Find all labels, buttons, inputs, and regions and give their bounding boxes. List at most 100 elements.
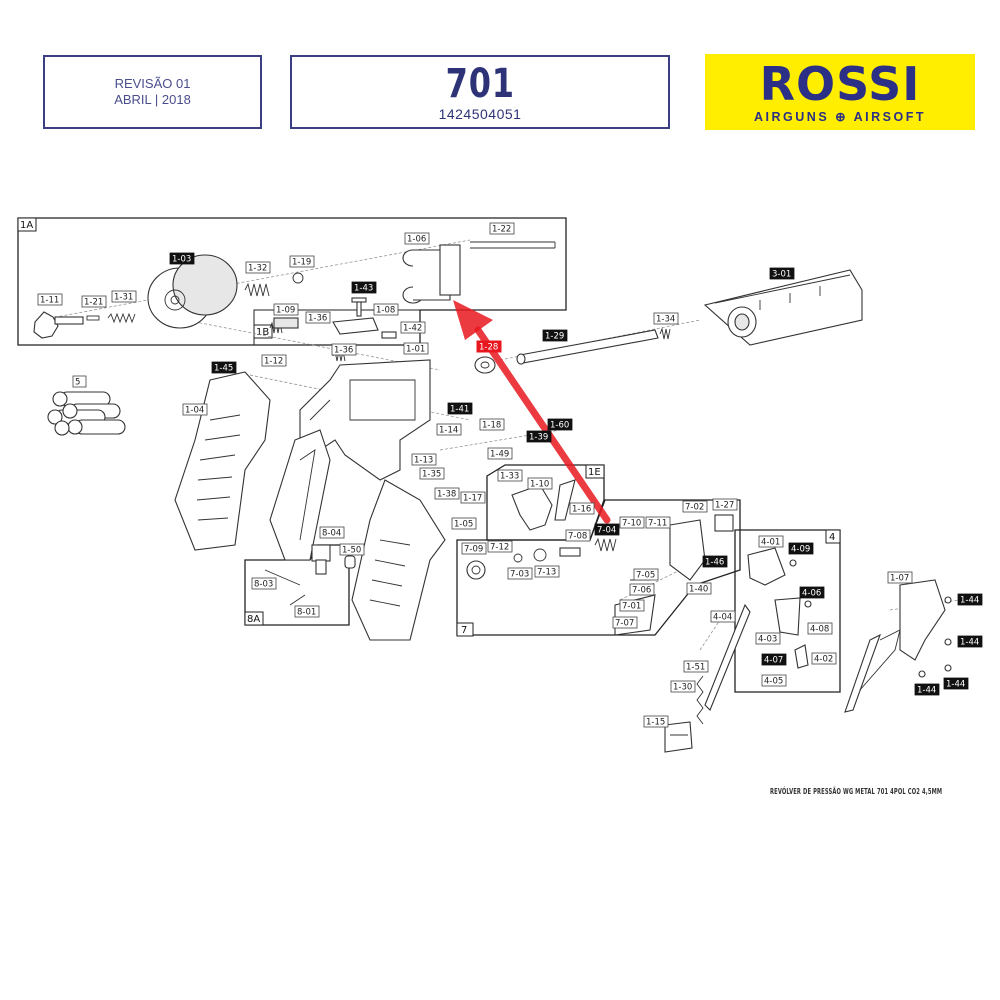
model-number: 701	[445, 61, 515, 107]
svg-text:1-33: 1-33	[500, 472, 519, 482]
part-label-4-06: 4-06	[799, 586, 825, 599]
part-label-1-11: 1-11	[37, 293, 63, 306]
svg-text:1A: 1A	[20, 220, 33, 231]
svg-text:1-44: 1-44	[946, 680, 965, 690]
part-label-5: 5	[72, 375, 87, 388]
svg-text:1-41: 1-41	[450, 405, 469, 415]
svg-text:1-12: 1-12	[264, 357, 283, 367]
part-label-1-31: 1-31	[111, 290, 137, 303]
seal-1-28	[474, 356, 496, 374]
svg-text:8-04: 8-04	[322, 529, 341, 539]
svg-text:1-44: 1-44	[960, 596, 979, 606]
part-label-1-12: 1-12	[261, 354, 287, 367]
svg-text:7-04: 7-04	[597, 526, 616, 536]
svg-text:7-02: 7-02	[685, 503, 704, 513]
svg-text:1-10: 1-10	[530, 480, 549, 490]
svg-text:1-01: 1-01	[406, 345, 425, 355]
svg-text:1-44: 1-44	[917, 686, 936, 696]
part-label-4-09: 4-09	[788, 542, 814, 555]
svg-text:1-22: 1-22	[492, 225, 511, 235]
revision-label: REVISÃO 01	[114, 76, 191, 91]
part-label-1-32: 1-32	[245, 261, 271, 274]
svg-text:1-42: 1-42	[403, 324, 422, 334]
part-label-1-22: 1-22	[489, 222, 515, 235]
svg-text:1-30: 1-30	[673, 683, 692, 693]
part-label-1-03: 1-03	[169, 252, 195, 265]
svg-text:7-08: 7-08	[568, 532, 587, 542]
cylinder-part	[147, 254, 238, 329]
part-label-1-36: 1-36	[305, 311, 331, 324]
svg-text:8-03: 8-03	[254, 580, 273, 590]
svg-text:1-29: 1-29	[545, 332, 564, 342]
mainspring-1-15	[664, 721, 693, 753]
svg-text:7-01: 7-01	[622, 602, 641, 612]
part-label-1-34: 1-34	[653, 312, 679, 325]
part-label-4-08: 4-08	[807, 622, 833, 635]
part-label-7-07: 7-07	[612, 616, 638, 629]
svg-text:7-06: 7-06	[632, 586, 651, 596]
svg-text:1-43: 1-43	[354, 284, 373, 294]
svg-text:3-01: 3-01	[772, 270, 791, 280]
svg-text:4-05: 4-05	[764, 677, 783, 687]
small-parts-1b	[273, 317, 397, 339]
part-label-1-08: 1-08	[373, 303, 399, 316]
part-label-1-33: 1-33	[497, 469, 523, 482]
svg-text:4-09: 4-09	[791, 545, 810, 555]
hammer-spring-4-04	[704, 603, 751, 711]
svg-text:1-60: 1-60	[550, 421, 569, 431]
part-label-1-44: 1-44	[957, 635, 983, 648]
part-label-7-08: 7-08	[565, 529, 591, 542]
svg-text:7-05: 7-05	[636, 571, 655, 581]
part-label-7-09: 7-09	[461, 542, 487, 555]
svg-text:1-27: 1-27	[715, 501, 734, 511]
svg-text:4-01: 4-01	[761, 538, 780, 548]
svg-text:1E: 1E	[588, 467, 601, 478]
svg-text:1-11: 1-11	[40, 296, 59, 306]
svg-text:1-04: 1-04	[185, 406, 204, 416]
part-label-1-27: 1-27	[712, 498, 738, 511]
svg-text:1-18: 1-18	[482, 421, 501, 431]
revision-date: ABRIL | 2018	[114, 92, 191, 107]
svg-text:1-19: 1-19	[292, 258, 311, 268]
svg-text:1-38: 1-38	[437, 490, 456, 500]
svg-text:1-45: 1-45	[214, 364, 233, 374]
svg-text:4-02: 4-02	[814, 655, 833, 665]
part-label-1-17: 1-17	[460, 491, 486, 504]
part-label-7-13: 7-13	[534, 565, 560, 578]
svg-text:4-04: 4-04	[713, 613, 732, 623]
svg-text:5: 5	[75, 378, 80, 388]
part-label-1-50: 1-50	[339, 543, 365, 556]
part-label-1-49: 1-49	[487, 447, 513, 460]
part-label-8-04: 8-04	[319, 526, 345, 539]
svg-text:1-05: 1-05	[454, 520, 473, 530]
svg-text:1-06: 1-06	[407, 235, 426, 245]
part-label-1-44: 1-44	[914, 683, 940, 696]
svg-text:1-08: 1-08	[376, 306, 395, 316]
svg-text:1-16: 1-16	[572, 505, 591, 515]
frame-part	[269, 359, 431, 561]
svg-text:1-51: 1-51	[686, 663, 705, 673]
part-label-1-10: 1-10	[527, 477, 553, 490]
revision-box: REVISÃO 01 ABRIL | 2018	[43, 55, 262, 129]
model-box: 701 1424504051	[290, 55, 670, 129]
svg-text:1-14: 1-14	[439, 426, 458, 436]
co2-cartridges-5	[47, 391, 126, 436]
arrow-shaft	[474, 326, 611, 524]
part-label-1-38: 1-38	[434, 487, 460, 500]
part-label-1-18: 1-18	[479, 418, 505, 431]
svg-text:4-07: 4-07	[764, 656, 783, 666]
part-label-8-03: 8-03	[251, 577, 277, 590]
svg-text:1-17: 1-17	[463, 494, 482, 504]
svg-text:4: 4	[829, 532, 835, 543]
svg-text:1B: 1B	[256, 327, 269, 338]
part-label-7-10: 7-10	[619, 516, 645, 529]
part-label-1-40: 1-40	[686, 582, 712, 595]
part-label-7-04: 7-04	[594, 523, 620, 536]
part-label-1-45: 1-45	[211, 361, 237, 374]
svg-text:1-39: 1-39	[529, 433, 548, 443]
part-label-7-11: 7-11	[645, 516, 671, 529]
part-label-1-42: 1-42	[400, 321, 426, 334]
svg-text:1-07: 1-07	[890, 574, 909, 584]
part-label-1-36: 1-36	[331, 343, 357, 356]
